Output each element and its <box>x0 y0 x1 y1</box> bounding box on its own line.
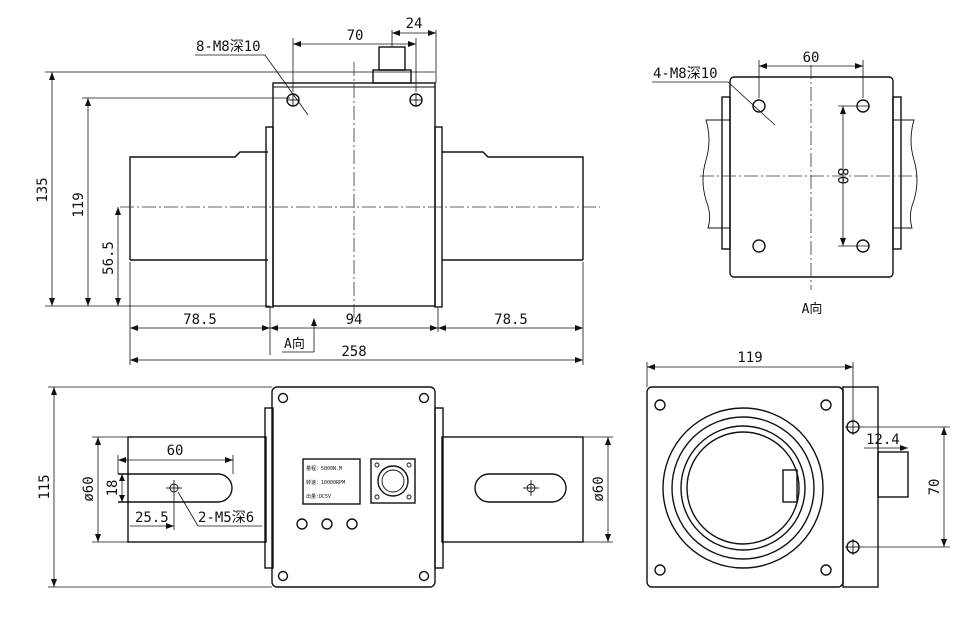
dim-25-5: 25.5 <box>135 510 169 526</box>
left-shaft-outline <box>129 151 268 260</box>
dim-56-5: 56.5 <box>101 241 117 275</box>
dim-70: 70 <box>347 28 364 44</box>
mounting-hole <box>752 99 766 113</box>
left-flange <box>265 126 274 308</box>
sensor-body-top <box>271 386 436 588</box>
dim-12-4: 12.4 <box>866 432 900 448</box>
left-shaft-top <box>127 436 267 543</box>
dim-60-end: 60 <box>803 50 820 66</box>
dim-18: 18 <box>105 480 121 497</box>
right-shaft-top <box>441 436 584 543</box>
dim-94: 94 <box>346 312 363 328</box>
dim-258: 258 <box>341 344 366 360</box>
indicator-led <box>296 518 308 530</box>
nameplate-range: 量程：5000N.M <box>306 465 342 472</box>
side-housing <box>842 386 879 588</box>
bearing-ring-outer <box>662 407 824 569</box>
dim-80: 80 <box>834 168 850 185</box>
connector-socket <box>370 458 416 504</box>
front-view: 70 24 8-M8深10 135 119 56.5 <box>35 16 600 365</box>
end-view-a: 60 80 4-M8深10 A向 <box>652 50 920 317</box>
indicator-led <box>346 518 358 530</box>
dim-70-side: 70 <box>927 479 943 496</box>
top-view: 量程：5000N.M 转速：10000RPM 出量:DC5V 115 <box>37 386 613 588</box>
nameplate <box>302 458 361 505</box>
indicator-led <box>321 518 333 530</box>
dim-78-5-right: 78.5 <box>494 312 528 328</box>
dim-78-5-left: 78.5 <box>183 312 217 328</box>
dim-119: 119 <box>71 192 87 217</box>
hole-callout-4-m8: 4-M8深10 <box>653 66 718 82</box>
nameplate-speed: 转速：10000RPM <box>306 479 345 486</box>
dim-119-side: 119 <box>737 350 762 366</box>
right-flange <box>434 126 443 308</box>
nameplate-output: 出量:DC5V <box>306 493 331 500</box>
hole-callout-8-m8: 8-M8深10 <box>196 39 261 55</box>
right-shaft-outline <box>442 151 584 260</box>
side-connector <box>877 451 909 498</box>
mounting-hole <box>752 239 766 253</box>
dim-24: 24 <box>406 16 423 32</box>
end-face-body <box>729 76 894 278</box>
dim-dia-60-right: ø60 <box>591 476 607 501</box>
side-view: 119 12.4 70 <box>646 350 950 588</box>
bore <box>686 431 800 545</box>
dim-135: 135 <box>35 177 51 202</box>
dim-dia-60-left: ø60 <box>81 476 97 501</box>
view-arrow-label: A向 <box>284 336 305 352</box>
end-view-caption: A向 <box>802 301 823 317</box>
slot-callout-2-m5: 2-M5深6 <box>198 510 254 526</box>
dim-115: 115 <box>37 474 53 499</box>
dim-60-slot: 60 <box>167 443 184 459</box>
